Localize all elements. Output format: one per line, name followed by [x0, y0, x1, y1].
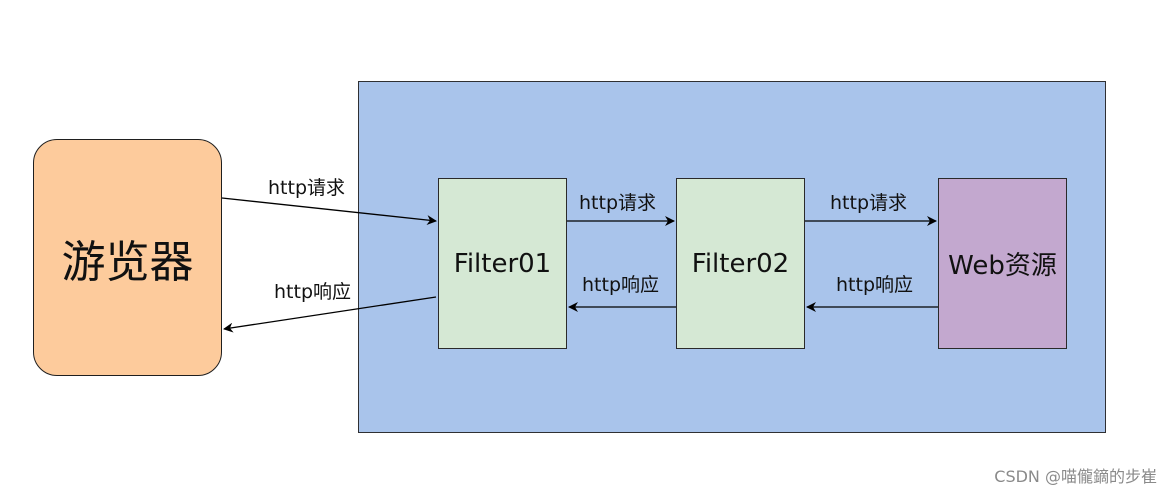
arrow-browser-to-filter01 — [221, 197, 437, 226]
browser-label: 游览器 — [61, 236, 194, 288]
label-request-filter02-web: http请求 — [830, 192, 908, 214]
web-resource-node: Web资源 — [938, 178, 1067, 349]
browser-node: 游览器 — [33, 139, 222, 376]
filter01-label: Filter01 — [453, 248, 552, 279]
label-request-filter01-filter02: http请求 — [579, 192, 657, 214]
label-response-filter01-browser: http响应 — [274, 281, 352, 303]
watermark-text: CSDN @喵儱鏑的步崔 — [994, 467, 1157, 486]
arrow-filter01-to-browser — [223, 296, 437, 333]
web-resource-label: Web资源 — [948, 251, 1057, 281]
label-response-web-filter02: http响应 — [836, 274, 914, 296]
filter02-node: Filter02 — [676, 178, 805, 349]
label-response-filter02-filter01: http响应 — [582, 274, 660, 296]
label-request-browser-filter01: http请求 — [268, 177, 346, 199]
filter01-node: Filter01 — [438, 178, 567, 349]
filter02-label: Filter02 — [691, 248, 790, 279]
